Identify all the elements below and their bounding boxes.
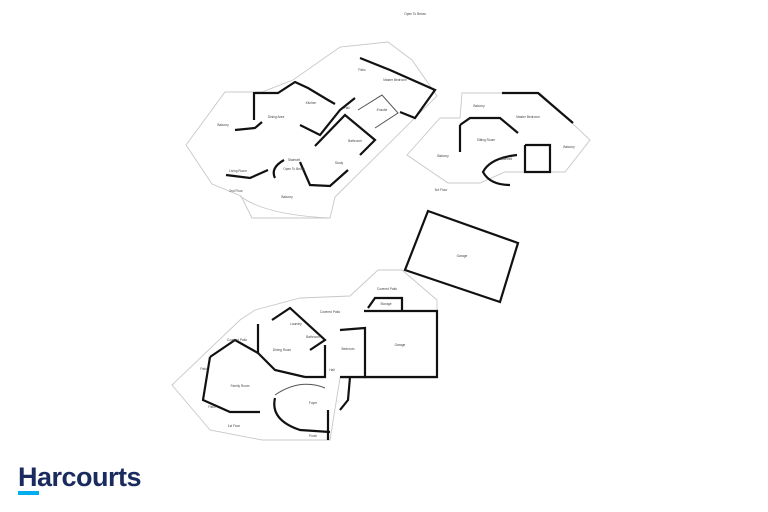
room-label: Bathroom: [306, 335, 320, 339]
room-label: Foyer: [309, 401, 318, 405]
storage-walls: [367, 296, 404, 311]
floor-label: 2nd Floor: [229, 189, 243, 193]
room-label: Patio: [200, 367, 207, 371]
room-label: Hall: [329, 368, 335, 372]
room-label: Storage: [380, 302, 391, 306]
room-label: Covered Patio: [320, 310, 340, 314]
room-label: Laundry: [290, 322, 302, 326]
wall: [298, 161, 349, 188]
room-labels: Open To Below Patio Master Bedroom Kitch…: [200, 12, 575, 438]
room-label: Stairwell: [288, 158, 300, 162]
room-label: Balcony: [281, 195, 293, 199]
room-label: Kitchen: [306, 101, 317, 105]
room-label: Study: [335, 161, 344, 165]
room-label: Garage: [457, 254, 468, 258]
wall: [502, 91, 574, 124]
room-label: Patio: [358, 68, 365, 72]
room-label: Open To Below: [404, 12, 426, 16]
room-label: Balcony: [473, 104, 485, 108]
room-label: Porch: [309, 434, 318, 438]
floor-label: 1st Floor: [228, 424, 241, 428]
garage-walls: [364, 309, 439, 379]
wall: [299, 97, 356, 137]
ground-floor-outline: [171, 269, 438, 441]
room-label: Patio: [208, 405, 215, 409]
wall: [339, 326, 367, 379]
harcourts-logo: Harcourts: [18, 462, 142, 492]
room-label: Ensuite: [377, 108, 388, 112]
upper-floor-outline: [185, 41, 438, 219]
wall: [339, 376, 352, 411]
room-label: Balcony: [217, 123, 229, 127]
room-label: Dining Room: [273, 348, 292, 352]
upper-floor-plan: [185, 41, 438, 219]
room-label: Master Bedroom: [383, 78, 407, 82]
room-label: Sitting Room: [477, 138, 496, 142]
room-label: Covered Patio: [227, 338, 247, 342]
room-label: Master Bedroom: [516, 115, 540, 119]
wall: [271, 306, 327, 351]
detached-garage: [403, 209, 520, 304]
wall: [201, 356, 260, 414]
room-label: Family Room: [231, 384, 250, 388]
wall: [305, 345, 327, 379]
wall: [314, 113, 377, 156]
balcony-curve: [239, 195, 331, 219]
wall: [234, 121, 263, 132]
wall: [357, 94, 399, 129]
room-label: Stairwell: [500, 157, 512, 161]
garage-walls: [403, 209, 520, 304]
wall: [255, 80, 336, 105]
room-label: Hall: [344, 106, 350, 110]
room-label: Living Room: [229, 169, 247, 173]
room-label: Bedroom: [342, 347, 355, 351]
room-label: Balcony: [563, 145, 575, 149]
stair-curve: [481, 153, 518, 187]
top-floor-plan: [406, 91, 591, 187]
floor-label: 3rd Floor: [435, 188, 449, 192]
top-floor-outline: [406, 92, 591, 184]
wall: [523, 143, 552, 174]
room-label: Bathroom: [348, 139, 362, 143]
room-label: Dining Area: [268, 115, 285, 119]
room-label: Open To Below: [283, 167, 305, 171]
stair-curve: [274, 383, 326, 396]
stair-curve: [272, 159, 285, 179]
room-label: Covered Patio: [377, 287, 397, 291]
ground-floor-plan: [171, 269, 439, 441]
room-label: Balcony: [437, 154, 449, 158]
wall: [225, 168, 269, 180]
room-label: Garage: [395, 343, 406, 347]
wall: [359, 56, 437, 120]
wall: [459, 116, 519, 134]
logo-accent-bar: [18, 491, 39, 495]
stair-curve: [273, 397, 331, 434]
